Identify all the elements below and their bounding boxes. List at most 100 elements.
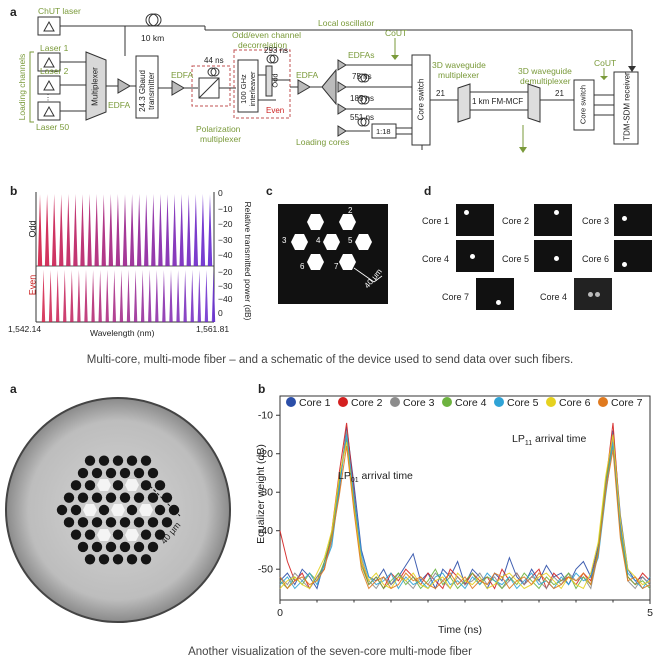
even-peak	[133, 270, 138, 322]
label-laser-2: Laser 2	[40, 66, 69, 76]
core-image-label-2: Core 2	[502, 216, 530, 226]
label-cout-1: CoUT	[385, 28, 408, 38]
figure-1-panel-d: d Core 1 Core 2 Core 3 Core 4 Core 5 Cor…	[420, 182, 660, 342]
chut-laser-box	[37, 16, 61, 36]
legend-marker	[338, 397, 348, 407]
core-image-label-6: Core 6	[582, 254, 610, 264]
core-1	[307, 214, 324, 230]
even-peak	[148, 270, 152, 322]
lower-tick-labels: −20 −30 −40 0	[218, 266, 232, 320]
legend-marker	[546, 397, 556, 407]
lp11-annotation: LP11 arrival time	[512, 433, 586, 447]
fiber-air-hole	[91, 517, 103, 528]
odd-peak	[200, 194, 206, 266]
fiber-air-hole	[105, 541, 117, 553]
even-peak	[197, 270, 202, 322]
core-6	[307, 254, 324, 270]
label-delay-75: 75 ns	[352, 72, 372, 81]
y-tick-label: -40	[258, 525, 273, 537]
label-edfa-2: EDFA	[171, 70, 194, 80]
fiber-air-hole	[154, 529, 166, 540]
fiber-air-hole	[119, 467, 131, 479]
legend-label: Core 3	[403, 397, 435, 409]
fiber-air-hole	[140, 480, 152, 491]
odd-peak	[115, 194, 121, 266]
label-polarization-1: Polarization	[196, 124, 241, 134]
fiber-air-hole	[105, 467, 117, 479]
multiplexer-shape	[85, 51, 107, 121]
fiber-air-hole	[77, 541, 89, 553]
core-7	[339, 254, 356, 270]
fiber-air-hole	[112, 480, 124, 491]
tick-upper-3: −30	[218, 234, 233, 245]
fiber-air-hole	[161, 517, 173, 528]
tick-upper-2: −20	[218, 219, 233, 229]
lp01-prefix: LP	[338, 470, 351, 482]
odd-peak	[207, 194, 213, 266]
fiber-core-hex	[125, 479, 139, 491]
odd-peak	[80, 194, 85, 266]
tick-upper-0: 0	[218, 188, 223, 198]
fiber-air-hole	[126, 554, 138, 565]
label-10km: 10 km	[141, 33, 165, 43]
core-image-4	[456, 240, 494, 272]
panel-letter-c: c	[266, 184, 273, 198]
odd-peak	[193, 194, 199, 266]
fiber-air-hole	[126, 455, 138, 466]
receiver-box	[613, 71, 639, 145]
fiber-air-hole	[84, 455, 96, 466]
legend-marker	[494, 397, 504, 407]
label-port-21: 21	[436, 89, 445, 98]
odd-peak	[73, 194, 78, 266]
tick-lower-2: −30	[218, 280, 233, 291]
core-3	[291, 234, 308, 250]
figure-1-panel-a: a ⋮	[0, 0, 660, 180]
fiber-air-hole	[56, 504, 68, 516]
core-image-label-5: Core 5	[502, 254, 530, 264]
lp01-sub: 01	[350, 477, 359, 485]
chart-x-axis-label: Time (ns)	[438, 624, 482, 636]
fiber-air-hole	[77, 492, 89, 503]
label-transmitter: 24.3 Gbaud transmitter	[138, 70, 156, 112]
odd-peak	[66, 194, 71, 266]
waveguide-mux	[457, 83, 471, 123]
odd-peak	[144, 194, 149, 266]
odd-peak	[136, 194, 142, 266]
fiber-air-hole	[119, 541, 131, 553]
odd-even-dashed-box	[233, 49, 291, 119]
label-delay-551: 551 ns	[350, 113, 375, 122]
y-tick-label: -20	[258, 448, 273, 460]
label-odd-b: Odd	[27, 220, 38, 238]
even-peak	[162, 270, 166, 322]
polarization-mux-dashed-box	[191, 65, 231, 107]
even-peak	[112, 270, 117, 322]
y-tick-label: -30	[258, 487, 273, 499]
core-image-label-7: Core 7	[442, 292, 470, 302]
panel-letter-2a: a	[10, 382, 17, 396]
fiber-air-hole	[112, 554, 124, 565]
fiber-core-hex	[83, 504, 97, 516]
caption-figure-1: Multi-core, multi-mode fiber – and a sch…	[86, 354, 574, 366]
splitter-fan	[321, 68, 337, 106]
label-local-oscillator: Local oscillator	[318, 18, 375, 28]
even-peak	[41, 270, 46, 322]
edfa-3	[297, 79, 311, 95]
fiber-air-hole	[70, 529, 82, 540]
label-laser-50: Laser 50	[36, 122, 70, 132]
even-peak	[48, 270, 53, 322]
label-edfa-1: EDFA	[108, 100, 131, 110]
fiber-cross-section-photo	[5, 397, 231, 623]
fiber-air-hole	[133, 492, 145, 503]
fiber-core-hex	[111, 504, 125, 516]
tick-upper-4: −40	[218, 250, 233, 260]
y-tick-label: -10	[258, 410, 273, 422]
panel-letter-d: d	[424, 184, 432, 198]
fiber-air-hole	[147, 541, 159, 553]
y-tick-label: -50	[258, 564, 273, 576]
odd-peak	[158, 194, 163, 266]
even-peak	[84, 270, 88, 322]
fiber-core-hex	[97, 529, 111, 541]
edfa-1	[117, 78, 131, 94]
